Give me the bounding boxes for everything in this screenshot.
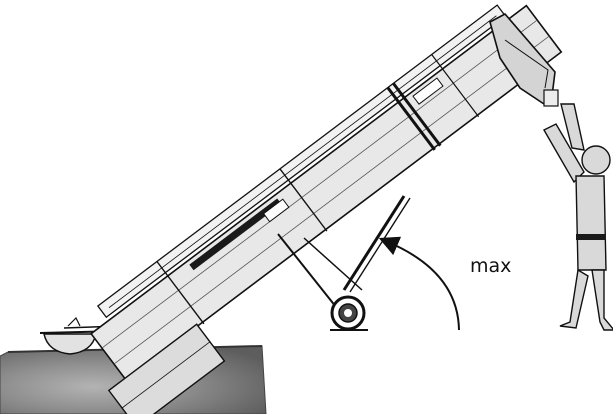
belt-segment: [189, 198, 282, 271]
angle-label: max: [470, 255, 511, 277]
person-belt: [576, 234, 606, 240]
discharge-head: [489, 12, 559, 107]
hopper: [39, 316, 123, 355]
person-figure: [543, 103, 613, 331]
person-head: [581, 145, 611, 175]
rotation-arrow: [378, 236, 460, 331]
conveyor-tube: [89, 4, 563, 414]
